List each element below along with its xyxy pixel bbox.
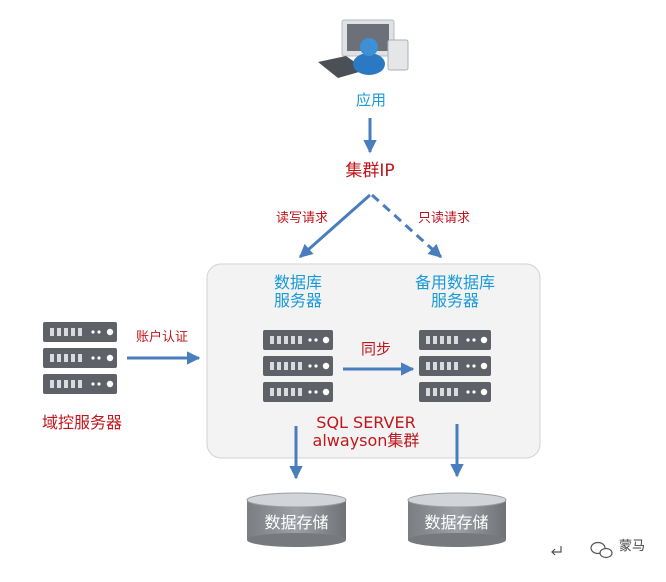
read-write-label: 读写请求 — [275, 211, 328, 226]
app-label: 应用 — [355, 91, 386, 109]
storage-left-label: 数据存储 — [264, 513, 329, 532]
arrow-read-write — [298, 193, 371, 259]
cluster-name-line1: SQL SERVER — [316, 413, 416, 432]
return-icon — [551, 546, 562, 556]
standby-server-icon — [419, 330, 491, 402]
arrow-read-only — [370, 193, 443, 259]
cluster-name-label: SQL SERVER alwayson集群 — [300, 413, 432, 451]
cluster-name-line2: alwayson集群 — [312, 431, 420, 451]
sync-label: 同步 — [360, 340, 391, 358]
primary-server-label: 数据库 服务器 — [258, 273, 338, 311]
storage-right-label: 数据存储 — [424, 513, 489, 532]
computer-user-icon — [318, 19, 409, 78]
domain-controller-label: 域控服务器 — [41, 413, 122, 432]
watermark-brand: 蒙马 — [618, 539, 645, 554]
account-auth-label: 账户认证 — [135, 330, 188, 345]
primary-server-label-line2: 服务器 — [273, 291, 322, 311]
standby-server-label: 备用数据库 服务器 — [400, 273, 510, 311]
standby-server-label-line1: 备用数据库 — [414, 273, 495, 292]
storage-cylinder-right-icon — [407, 492, 507, 547]
wechat-icon — [590, 541, 613, 559]
standby-server-label-line2: 服务器 — [430, 291, 479, 311]
storage-cylinder-left-icon — [246, 492, 347, 547]
domain-server-icon — [43, 322, 117, 394]
read-only-label: 只读请求 — [417, 211, 470, 226]
cluster-ip-label: 集群IP — [345, 161, 395, 181]
cluster-panel — [206, 263, 541, 459]
primary-server-label-line1: 数据库 — [273, 273, 322, 292]
primary-server-icon — [263, 330, 333, 402]
